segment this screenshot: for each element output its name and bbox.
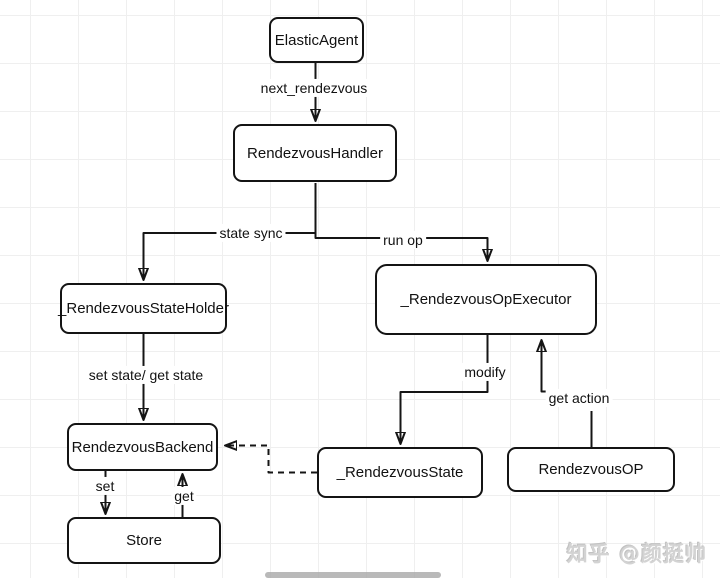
node-elastic-agent: ElasticAgent bbox=[269, 17, 364, 63]
edge-label-get: get bbox=[171, 486, 197, 506]
edge-label-state-sync: state sync bbox=[216, 223, 286, 243]
edge-label-modify: modify bbox=[461, 362, 509, 382]
edge-modify bbox=[401, 335, 489, 443]
watermark-zhihu: 知乎 @颜挺帅 bbox=[566, 542, 707, 566]
edge-label-set: set bbox=[92, 476, 118, 496]
node-rendezvous-state: _RendezvousState bbox=[317, 447, 483, 498]
edge-label-next-rendezvous: next_rendezvous bbox=[257, 78, 371, 98]
node-rendezvous-op-executor: _RendezvousOpExecutor bbox=[375, 264, 597, 335]
edge-label-run-op: run op bbox=[380, 230, 426, 250]
edge-state-to-backend-dashed bbox=[226, 446, 317, 474]
node-store: Store bbox=[67, 517, 221, 564]
edge-label-set-get-state: set state/ get state bbox=[85, 365, 207, 385]
node-rendezvous-backend: RendezvousBackend bbox=[67, 423, 218, 471]
edge-label-get-action: get action bbox=[545, 388, 613, 408]
node-rendezvous-op: RendezvousOP bbox=[507, 447, 675, 492]
bottom-scrollbar-thumb[interactable] bbox=[265, 572, 441, 578]
node-rendezvous-state-holder: _RendezvousStateHolder bbox=[58, 283, 229, 334]
edge-get-action-upper bbox=[542, 341, 549, 393]
node-rendezvous-handler: RendezvousHandler bbox=[233, 124, 397, 182]
